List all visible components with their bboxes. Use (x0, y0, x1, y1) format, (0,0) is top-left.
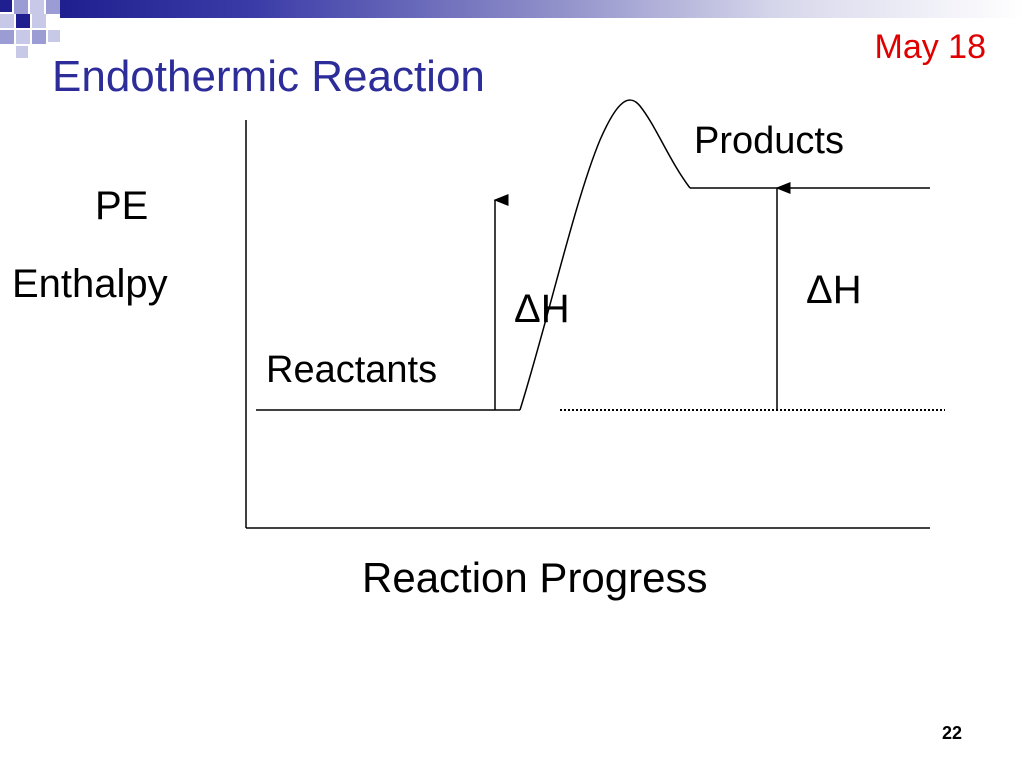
slide-date: May 18 (874, 28, 987, 66)
header-bar (0, 0, 1024, 58)
corner-squares-decoration (0, 0, 60, 58)
delta-h-label-left: ΔH (514, 287, 570, 331)
reaction-energy-curve (519, 99, 691, 411)
y-axis-label-enthalpy: Enthalpy (12, 262, 168, 306)
reactants-label: Reactants (266, 349, 437, 391)
slide-title: Endothermic Reaction (52, 52, 485, 101)
header-gradient-bar (60, 0, 1024, 18)
slide-number: 22 (941, 723, 962, 743)
delta-h-label-right: ΔH (806, 268, 862, 312)
y-axis-label-pe: PE (95, 184, 149, 228)
products-label: Products (694, 120, 844, 162)
x-axis-label: Reaction Progress (362, 554, 708, 601)
